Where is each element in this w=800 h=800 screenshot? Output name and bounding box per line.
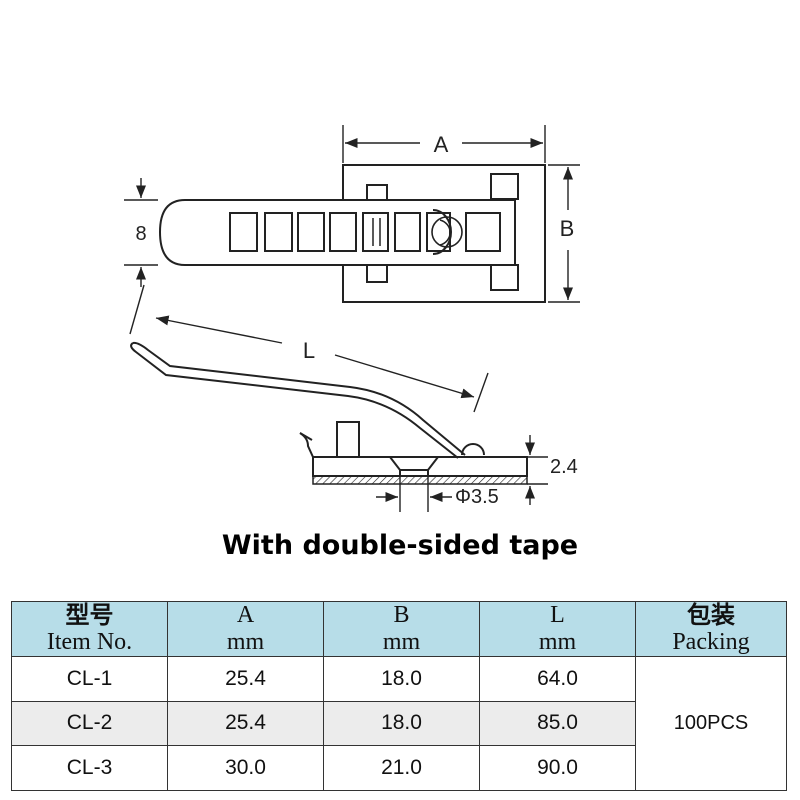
cell-l: 90.0 (479, 745, 636, 791)
cell-a: 30.0 (167, 745, 324, 791)
dimension-b (548, 164, 580, 303)
cell-b: 18.0 (323, 700, 480, 747)
dimension-thickness (524, 435, 548, 505)
dimension-l (129, 284, 489, 413)
dimension-8-label: 8 (135, 223, 146, 245)
header-l-unit: mm (538, 629, 577, 655)
dimension-hole (376, 476, 452, 512)
dimension-a-label: A (434, 132, 449, 157)
cell-l: 85.0 (479, 700, 636, 747)
side-view (130, 341, 528, 477)
header-b-unit: mm (382, 629, 421, 655)
spec-table: 型号 Item No. A mm B mm L mm 包装 Packing CL… (11, 601, 787, 791)
cell-b: 18.0 (323, 656, 480, 702)
cell-item: CL-1 (11, 656, 168, 702)
header-item-no-en: Item No. (46, 629, 133, 655)
caption: With double-sided tape (221, 530, 579, 561)
cell-item: CL-2 (11, 700, 168, 747)
cell-packing: 100PCS (635, 656, 787, 791)
cell-item: CL-3 (11, 745, 168, 791)
cell-a: 25.4 (167, 656, 324, 702)
header-item-no: 型号 Item No. (11, 601, 168, 657)
cell-l: 64.0 (479, 656, 636, 702)
header-item-no-cn: 型号 (65, 601, 114, 629)
header-l-label: L (550, 602, 565, 628)
double-sided-tape (312, 475, 528, 485)
table-row: CL-1 25.4 18.0 64.0 100PCS (11, 656, 787, 791)
dimension-a (342, 125, 546, 163)
dimension-l-label: L (303, 338, 315, 363)
technical-drawing: A B 8 L (124, 125, 580, 512)
header-packing-cn: 包装 (687, 601, 735, 629)
strap-side (132, 341, 466, 456)
dimension-hole-label: Φ3.5 (455, 486, 499, 508)
header-packing-en: Packing (672, 629, 750, 655)
dimension-b-label: B (560, 216, 575, 241)
header-b: B mm (323, 601, 480, 657)
header-a: A mm (167, 601, 324, 657)
cell-b: 21.0 (323, 745, 480, 791)
header-a-unit: mm (226, 629, 265, 655)
top-view (158, 164, 546, 303)
header-packing: 包装 Packing (635, 601, 787, 657)
table-row: CL-3 30.0 21.0 90.0 (11, 745, 787, 791)
header-l: L mm (479, 601, 636, 657)
header-a-label: A (236, 602, 255, 628)
table-header-row: 型号 Item No. A mm B mm L mm 包装 Packing (11, 601, 787, 657)
dimension-thickness-label: 2.4 (550, 456, 578, 478)
cell-a: 25.4 (167, 700, 324, 747)
table-row: CL-2 25.4 18.0 85.0 (11, 700, 787, 747)
dimension-8 (124, 178, 158, 287)
header-b-label: B (393, 602, 410, 628)
